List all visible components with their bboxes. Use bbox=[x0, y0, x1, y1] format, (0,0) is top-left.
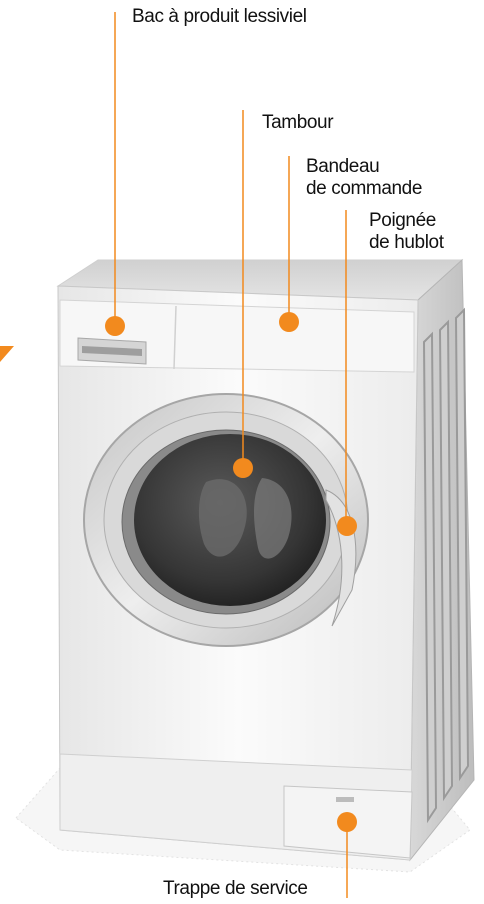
label-door-handle: Poignée de hublot bbox=[369, 210, 444, 254]
label-control-panel-line2: de commande bbox=[306, 178, 422, 200]
label-door-handle-line1: Poignée bbox=[369, 210, 444, 232]
label-detergent-drawer-text: Bac à produit lessiviel bbox=[132, 6, 307, 28]
label-control-panel: Bandeau de commande bbox=[306, 156, 422, 200]
label-drum: Tambour bbox=[262, 112, 333, 134]
label-drum-text: Tambour bbox=[262, 112, 333, 134]
marker-control-panel bbox=[279, 312, 299, 332]
marker-service-flap bbox=[337, 812, 357, 832]
marker-door-handle bbox=[337, 516, 357, 536]
marker-detergent-drawer bbox=[105, 316, 125, 336]
label-service-flap-text: Trappe de service bbox=[163, 878, 308, 900]
label-service-flap: Trappe de service bbox=[163, 878, 308, 900]
marker-drum bbox=[233, 458, 253, 478]
label-door-handle-line2: de hublot bbox=[369, 232, 444, 254]
pointer-arrow-icon bbox=[0, 346, 14, 362]
label-detergent-drawer: Bac à produit lessiviel bbox=[132, 6, 307, 28]
side-ribs bbox=[424, 310, 468, 820]
label-control-panel-line1: Bandeau bbox=[306, 156, 422, 178]
